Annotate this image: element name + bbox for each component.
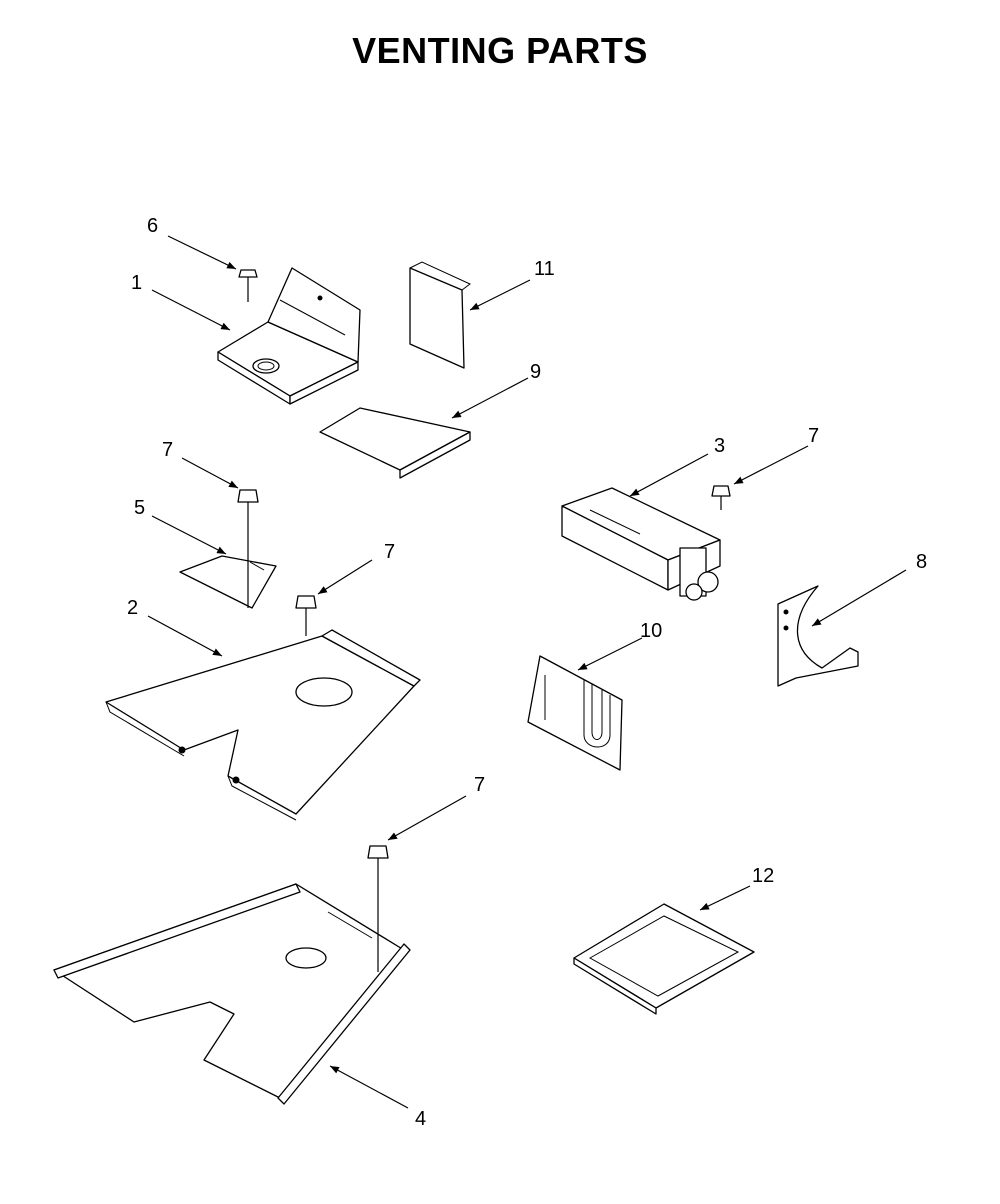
- callout-2: 2: [127, 597, 138, 619]
- callout-7-c: 7: [808, 425, 819, 447]
- callout-1: 1: [131, 272, 142, 294]
- part-7-screw-b: [295, 595, 317, 636]
- part-11-slotted-plate: [527, 655, 623, 771]
- callout-7-b: 7: [384, 541, 395, 563]
- callout-3: 3: [714, 435, 725, 457]
- part-4-lower-plate: [53, 883, 411, 1105]
- callout-5: 5: [134, 497, 145, 519]
- callout-11: 10: [640, 620, 662, 642]
- part-1-vent-housing: [217, 267, 361, 405]
- part-6-screw: [238, 269, 258, 302]
- part-8-curved-bracket: [777, 585, 859, 687]
- callout-10: 11: [534, 258, 555, 280]
- part-7-screw-c: [711, 485, 731, 510]
- callout-6: 6: [147, 215, 158, 237]
- part-7-screw-d: [367, 845, 389, 972]
- part-2-plate: [105, 629, 421, 821]
- part-9-filter: [319, 407, 471, 479]
- part-5-bracket: [179, 555, 277, 609]
- callout-12: 12: [752, 865, 774, 887]
- callout-9: 9: [530, 361, 541, 383]
- callout-7-a: 7: [162, 439, 173, 461]
- callout-8: 8: [916, 551, 927, 573]
- page-title: VENTING PARTS: [352, 30, 648, 71]
- part-3-blower-assembly: [561, 487, 721, 601]
- part-12-frame: [573, 903, 755, 1015]
- callout-4: 4: [415, 1108, 426, 1130]
- callout-7-d: 7: [474, 774, 485, 796]
- part-10-panel: [409, 261, 471, 369]
- part-7-screw-a: [237, 489, 259, 608]
